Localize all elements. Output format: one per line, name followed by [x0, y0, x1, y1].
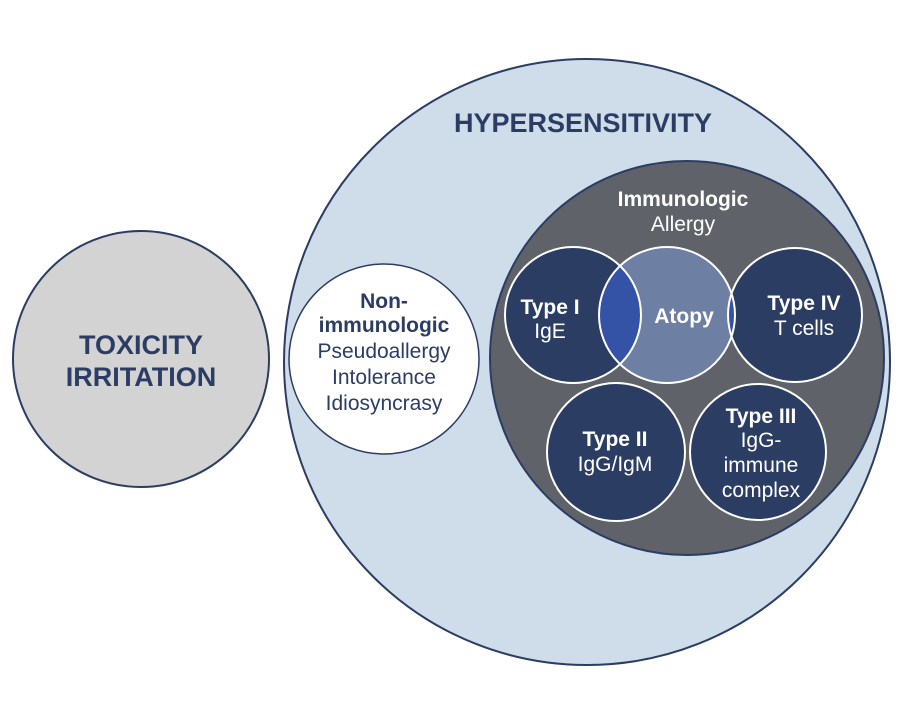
type4-detail: T cells	[774, 317, 834, 340]
type2-title: Type II	[583, 428, 648, 451]
toxicity-circle	[12, 230, 270, 488]
type2-detail: IgG/IgM	[578, 453, 653, 476]
type4-title: Type IV	[767, 292, 840, 315]
type4-outline	[727, 247, 863, 383]
immunologic-subtitle: Allergy	[651, 213, 716, 236]
irritation-label: IRRITATION	[66, 362, 216, 392]
hypersensitivity-title: HYPERSENSITIVITY	[454, 108, 712, 138]
non-immunologic-item: Intolerance	[332, 366, 436, 389]
non-immunologic-circle	[288, 263, 480, 455]
type4-circle	[728, 248, 862, 382]
immunologic-group: Immunologic Allergy Type I IgE Atopy Typ…	[489, 160, 885, 556]
type3-detail: IgG-	[741, 429, 782, 452]
non-immunologic-group: Non- immunologic Pseudoallergy Intoleran…	[288, 263, 480, 455]
type3-detail: complex	[722, 479, 801, 502]
non-immunologic-item: Pseudoallergy	[317, 340, 451, 363]
type1-title: Type I	[520, 296, 579, 319]
type1-outline	[504, 246, 642, 384]
type2-circle	[546, 382, 686, 522]
type3-circle	[689, 383, 827, 521]
toxicity-label: TOXICITY	[79, 330, 203, 360]
type1-detail: IgE	[534, 320, 566, 343]
non-immunologic-item: Idiosyncrasy	[326, 392, 443, 415]
non-immunologic-title-line2: immunologic	[319, 314, 450, 337]
non-immunologic-title-line1: Non-	[360, 290, 408, 313]
type3-title: Type III	[726, 405, 797, 428]
immunologic-title: Immunologic	[618, 188, 749, 211]
atopy-label: Atopy	[654, 305, 714, 328]
toxicity-circle-group: TOXICITY IRRITATION	[12, 230, 270, 488]
atopy-outline	[598, 246, 736, 384]
type3-detail: immune	[724, 454, 799, 477]
